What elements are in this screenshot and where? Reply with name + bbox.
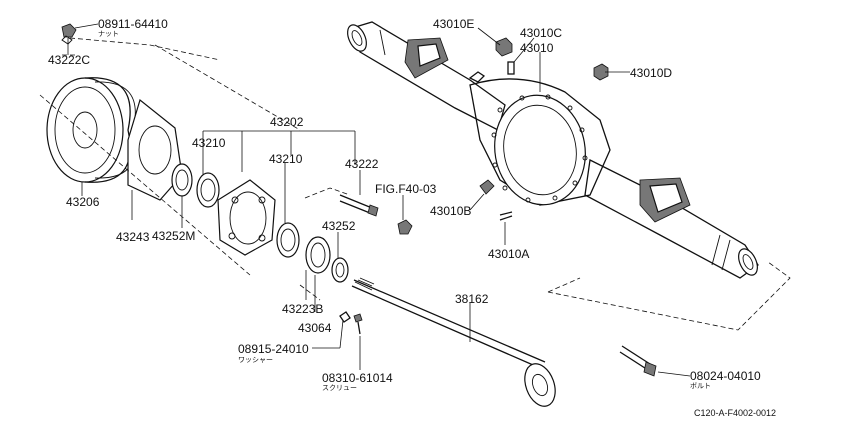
plug-43010d	[593, 63, 609, 81]
label-43222c: 43222C	[48, 53, 90, 67]
label-43064: 43064	[298, 321, 332, 335]
label-43252m: 43252M	[152, 229, 195, 243]
oil-seal-43252m	[171, 163, 193, 197]
label-bolt-sub: ボルト	[690, 382, 711, 390]
label-washer-sub: ワッシャー	[238, 356, 273, 364]
screw-part	[353, 313, 363, 335]
label-screw-part: 08310-61014	[322, 371, 393, 385]
washer-part	[339, 311, 351, 323]
housing-group-outline	[547, 261, 791, 331]
fig-ref-part	[397, 219, 413, 235]
label-43010c: 43010C	[520, 26, 562, 40]
label-washer-part: 08915-24010	[238, 342, 309, 356]
hub-43202	[217, 179, 276, 256]
label-drawing-code: C120-A-F4002-0012	[694, 408, 776, 418]
housing-fittings	[479, 37, 609, 221]
retainer-43223b	[305, 236, 331, 274]
nut-43222c	[61, 23, 77, 38]
label-43222: 43222	[345, 157, 379, 171]
label-43206: 43206	[66, 195, 100, 209]
label-38162: 38162	[455, 292, 489, 306]
axle-shaft-38162	[351, 277, 556, 407]
label-43010e: 43010E	[433, 17, 474, 31]
label-43210-b: 43210	[269, 152, 303, 166]
bearing-43210-outer	[196, 172, 220, 208]
plug-43010c	[495, 37, 513, 57]
brake-drum-43206	[46, 77, 136, 183]
label-43010b: 43010B	[430, 204, 471, 218]
bearing-43210-inner	[276, 222, 300, 258]
label-43010a: 43010A	[488, 247, 529, 261]
label-bolt-part: 08024-04010	[690, 369, 761, 383]
axle-housing	[347, 21, 759, 279]
label-screw-sub: スクリュー	[322, 384, 357, 392]
bolt-43010b	[479, 179, 495, 195]
wheel-stud-43222	[339, 194, 379, 217]
seal-43252	[331, 257, 349, 283]
leader-lines	[67, 23, 691, 377]
label-nut-part: 08911-64410	[98, 17, 168, 31]
label-43010: 43010	[520, 41, 554, 55]
label-43010d: 43010D	[630, 66, 672, 80]
label-fig-ref: FIG.F40-03	[375, 182, 437, 196]
label-nut-sub: ナット	[98, 30, 119, 38]
label-43223b: 43223B	[282, 302, 323, 316]
bolt-part	[619, 345, 657, 377]
label-43210-a: 43210	[192, 136, 226, 150]
label-43243: 43243	[116, 230, 150, 244]
label-43252: 43252	[322, 219, 356, 233]
label-43202: 43202	[270, 115, 304, 129]
